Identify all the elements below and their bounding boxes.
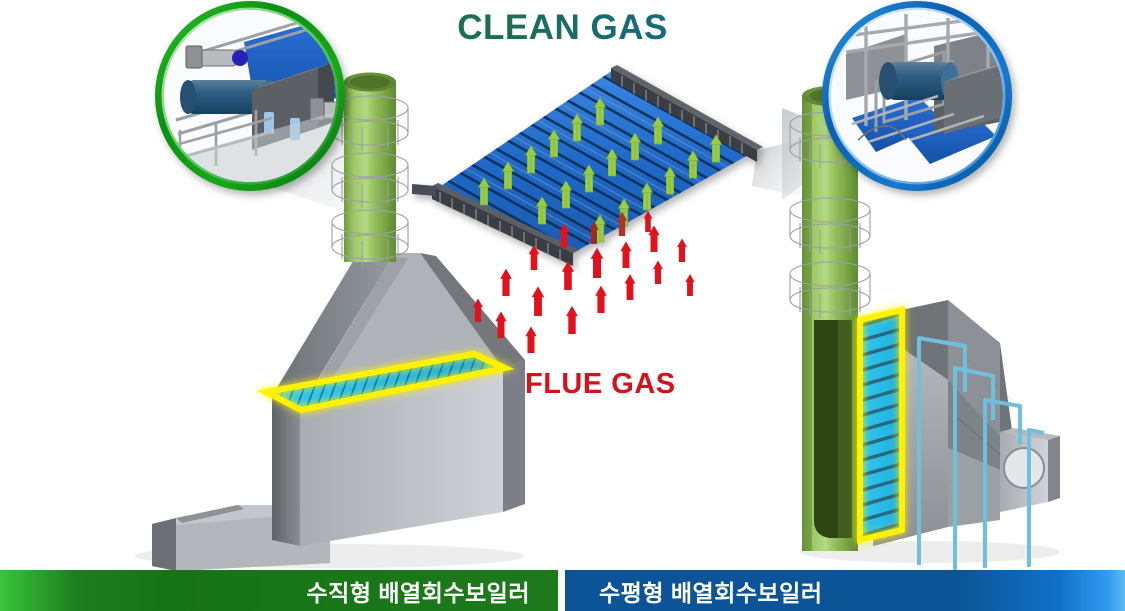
horizontal-hrsg-tube-bank (857, 306, 905, 544)
vertical-hrsg-casing (272, 253, 525, 546)
vertical-hrsg-stack (331, 72, 409, 265)
panel-header-rail-back (611, 65, 763, 162)
panel-header-rail-front (412, 183, 579, 266)
caption-label-horizontal-hrsg: 수평형 배열회수보일러 (599, 579, 823, 606)
panel-pointer-wedge-right (752, 140, 800, 196)
flue-gas-arrows (473, 210, 695, 353)
caption-bar-vertical-hrsg: 수직형 배열회수보일러 (0, 570, 558, 611)
inset-actuator-right (309, 97, 336, 121)
left-inset-vertical-hrsg-detail (155, 1, 345, 191)
stack-platform-rings (789, 111, 871, 318)
right-inset-horizontal-hrsg-detail (822, 1, 1012, 191)
caption-bar-horizontal-hrsg: 수평형 배열회수보일러 (565, 570, 1125, 611)
vertical-hrsg-unit (135, 72, 525, 571)
center-tube-bank-panel (412, 65, 763, 266)
inset-actuator-left (185, 45, 248, 69)
caption-label-vertical-hrsg: 수직형 배열회수보일러 (306, 579, 530, 606)
horizontal-hrsg-fan-housing (1000, 428, 1060, 512)
horizontal-hrsg-pipes (917, 336, 1045, 572)
